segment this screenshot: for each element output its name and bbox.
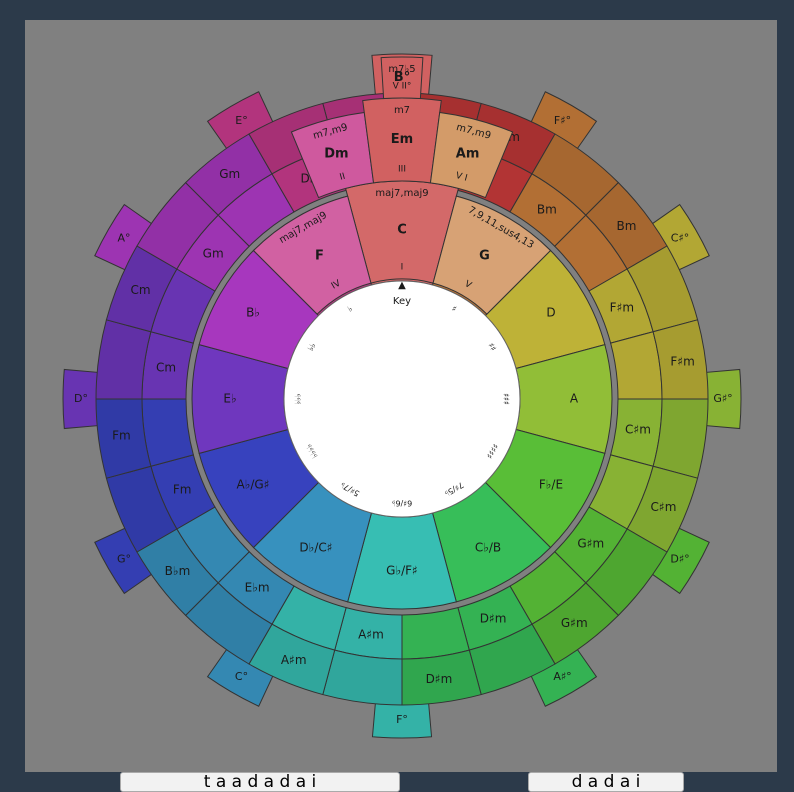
- dim-chord-label: F°: [396, 713, 408, 726]
- minor-chord-label: Bm: [537, 203, 557, 217]
- key-signature-label: 6♯/6♭: [392, 499, 413, 508]
- major-key-label: D♭/C♯: [299, 540, 332, 554]
- minor-chord-label: Gm: [219, 167, 240, 181]
- major-key-label: A: [570, 392, 579, 406]
- minor-chord-label: Fm: [112, 428, 131, 442]
- key-signature-label: ♭♭: [306, 341, 318, 352]
- minor-chord-segment[interactable]: [610, 331, 663, 400]
- dim-chord-label: C♯°: [671, 232, 690, 245]
- minor-chord-label: Fm: [173, 483, 192, 497]
- key-marker-icon: ▲: [398, 280, 406, 291]
- minor-chord-label: A♯m: [358, 627, 384, 641]
- key-signature-label: ♯♯♯: [502, 393, 511, 405]
- major-key-label: D: [546, 306, 555, 320]
- roman-numeral: III: [398, 165, 406, 175]
- diatonic-chord-segment[interactable]: [429, 111, 514, 199]
- major-key-label: G♭/F♯: [386, 564, 418, 578]
- roman-numeral: V II°: [393, 82, 412, 92]
- diatonic-chord-name: Am: [456, 147, 480, 162]
- diatonic-chord-name: B°: [394, 70, 410, 85]
- major-key-label: A♭/G♯: [237, 478, 270, 492]
- dim-chord-label: G°: [117, 553, 131, 566]
- key-center-circle: [283, 280, 521, 518]
- minor-chord-label: D♯m: [426, 672, 453, 686]
- minor-chord-segment[interactable]: [95, 319, 152, 400]
- circle-of-fifths-wheel[interactable]: B°F♯°C♯°G♯°D♯°A♯°F°C°G°D°A°E°EmAmBmEmF♯m…: [25, 20, 777, 772]
- dim-chord-label: D♯°: [670, 553, 689, 566]
- diatonic-chord-segment[interactable]: [380, 56, 424, 100]
- minor-chord-label: C♯m: [625, 423, 651, 437]
- minor-chord-segment[interactable]: [141, 398, 194, 467]
- minor-chord-label: Cm: [156, 360, 176, 374]
- left-action-label: t a a d a d a i: [203, 772, 317, 792]
- minor-chord-label: Gm: [203, 247, 224, 261]
- diatonic-chord-extensions: m7: [394, 105, 410, 116]
- minor-chord-label: G♯m: [577, 536, 604, 550]
- diatonic-chord-name: Em: [391, 132, 413, 147]
- diatonic-chord-name: Dm: [324, 147, 348, 162]
- key-signature-label: ♯♯: [486, 341, 498, 352]
- circle-of-fifths-panel: B°F♯°C♯°G♯°D♯°A♯°F°C°G°D°A°E°EmAmBmEmF♯m…: [25, 20, 777, 772]
- diatonic-chord-extensions: maj7,maj9: [375, 188, 428, 199]
- diatonic-chord-name: F: [315, 249, 324, 264]
- diatonic-chord-name: G: [479, 249, 490, 264]
- roman-numeral: V: [463, 279, 474, 291]
- major-key-label: E♭: [223, 392, 236, 406]
- roman-numeral: II: [339, 172, 347, 183]
- diatonic-chord-segment[interactable]: [252, 195, 372, 315]
- minor-chord-segment[interactable]: [401, 607, 470, 660]
- minor-chord-label: A♯m: [281, 653, 307, 667]
- roman-numeral: V I: [454, 171, 468, 184]
- minor-chord-segment[interactable]: [322, 649, 403, 706]
- dim-chord-label: G♯°: [713, 392, 732, 405]
- right-action-label: d a d a i: [571, 772, 641, 792]
- diatonic-chord-segment[interactable]: [432, 195, 552, 315]
- minor-chord-label: G♯m: [561, 616, 588, 630]
- diatonic-chord-name: C: [397, 223, 407, 238]
- dim-chord-label: C°: [235, 670, 248, 683]
- minor-chord-label: E♭m: [245, 580, 270, 594]
- minor-chord-label: Cm: [131, 283, 151, 297]
- right-action-button[interactable]: d a d a i: [528, 772, 684, 792]
- dim-chord-label: A°: [117, 232, 130, 245]
- key-signature-label: ♯: [450, 304, 458, 314]
- dim-chord-label: E°: [235, 114, 247, 127]
- minor-chord-segment[interactable]: [652, 398, 709, 479]
- minor-chord-label: Bm: [617, 219, 637, 233]
- dim-chord-label: D°: [74, 392, 88, 405]
- roman-numeral: I: [401, 263, 404, 273]
- key-signature-label: ♭: [346, 304, 354, 314]
- minor-chord-label: C♯m: [651, 500, 677, 514]
- dim-chord-label: A♯°: [553, 670, 571, 683]
- major-key-label: B♭: [246, 306, 260, 320]
- minor-chord-label: F♯m: [670, 355, 694, 369]
- key-signature-label: ♭♭♭: [294, 393, 303, 405]
- minor-chord-label: F♯m: [610, 300, 634, 314]
- minor-chord-label: D♯m: [480, 611, 507, 625]
- major-key-label: F♭/E: [539, 478, 563, 492]
- major-key-label: C♭/B: [475, 540, 501, 554]
- diatonic-chord-extensions: m7♭5: [388, 64, 415, 75]
- dim-chord-label: F♯°: [554, 114, 571, 127]
- key-label: Key: [393, 296, 411, 307]
- minor-chord-label: B♭m: [165, 564, 191, 578]
- left-action-button[interactable]: t a a d a d a i: [120, 772, 400, 792]
